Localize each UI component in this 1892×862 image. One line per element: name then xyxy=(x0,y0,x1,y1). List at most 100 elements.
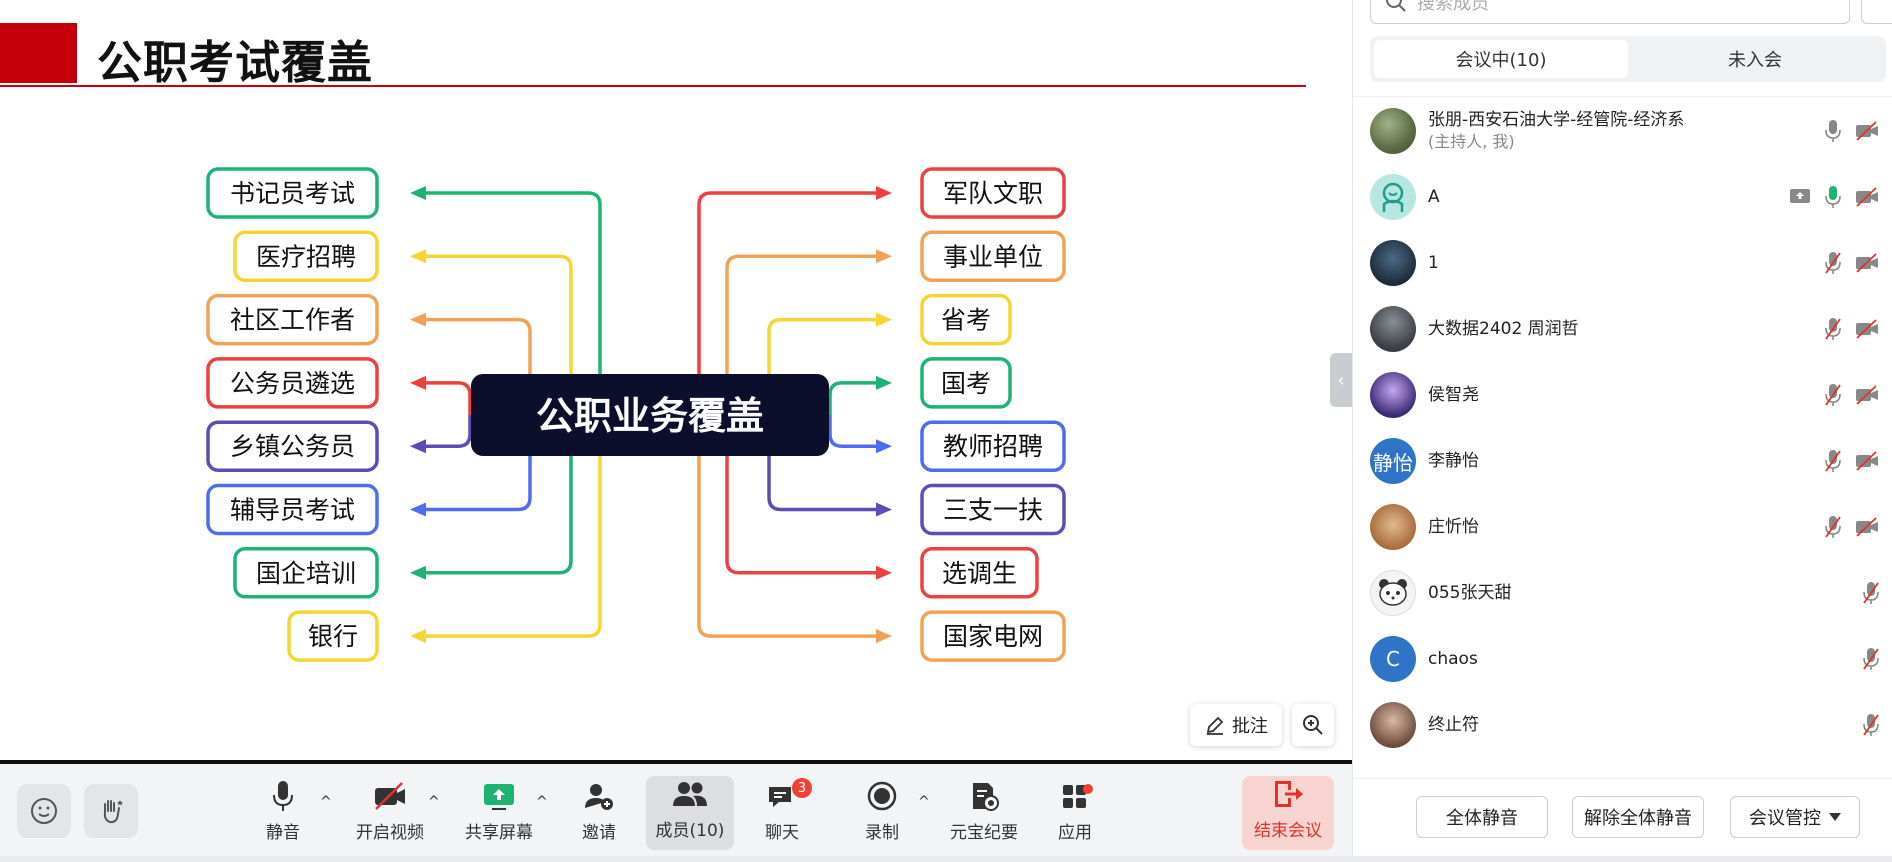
left-topic-label: 辅导员考试 xyxy=(230,496,355,525)
arrow-head-icon xyxy=(876,312,892,327)
members-icon xyxy=(673,782,707,806)
end-meeting-button[interactable]: 结束会议 xyxy=(1242,776,1334,850)
collapse-panel-handle[interactable]: ‹ xyxy=(1330,353,1352,407)
mute-all-button[interactable]: 全体静音 xyxy=(1416,796,1548,838)
hand-icon xyxy=(103,800,123,824)
invite-button[interactable]: 邀请 xyxy=(555,778,643,848)
start-video-button[interactable]: 开启视频 xyxy=(346,778,434,848)
video-off-icon[interactable] xyxy=(1855,385,1879,405)
unmute-all-button[interactable]: 解除全体静音 xyxy=(1572,796,1704,838)
member-name-block: 张朋-西安石油大学-经管院-经济系(主持人, 我) xyxy=(1428,109,1684,153)
yuanbao-summary-button[interactable]: 元宝纪要 xyxy=(940,778,1028,848)
tab-in-meeting[interactable]: 会议中(10) xyxy=(1374,40,1628,78)
share-options-caret[interactable]: ^ xyxy=(536,794,548,810)
left-topic-label: 书记员考试 xyxy=(230,179,355,208)
right-topic-box xyxy=(920,420,1066,472)
member-row[interactable]: 侯智尧 xyxy=(1353,362,1892,428)
left-topic-label: 国企培训 xyxy=(256,559,356,588)
video-off-icon[interactable] xyxy=(1855,121,1879,141)
members-panel: 搜索成员 会议中(10) 未入会 张朋-西安石油大学-经管院-经济系(主持人, … xyxy=(1352,0,1892,862)
member-status-icons xyxy=(1825,317,1879,341)
left-topic-box xyxy=(206,167,379,219)
left-connector xyxy=(422,415,573,575)
record-options-caret[interactable]: ^ xyxy=(918,794,930,810)
panel-more-button[interactable] xyxy=(1861,0,1892,24)
right-topic-box xyxy=(920,483,1066,536)
mic-muted-icon[interactable] xyxy=(1863,713,1879,737)
exit-icon xyxy=(1275,781,1303,807)
arrow-head-icon xyxy=(876,629,892,644)
mic-muted-icon[interactable] xyxy=(1863,647,1879,671)
reaction-button[interactable] xyxy=(17,784,71,838)
member-row[interactable]: 庄忻怡 xyxy=(1353,494,1892,560)
avatar xyxy=(1370,174,1416,220)
member-status-icons xyxy=(1863,713,1879,737)
member-row[interactable]: A xyxy=(1353,164,1892,230)
mute-label: 静音 xyxy=(266,823,300,843)
member-row[interactable]: 大数据2402 周润哲 xyxy=(1353,296,1892,362)
right-topic-box xyxy=(920,547,1039,599)
shared-slide: 公职考试覆盖 公职业务覆盖书记员考试医疗招聘社区工作者公务员遴选乡镇公务员辅导员… xyxy=(0,23,1334,746)
annotate-button[interactable]: 批注 xyxy=(1190,704,1282,746)
slide-title-rule xyxy=(0,85,1306,87)
member-name-block: chaos xyxy=(1428,648,1478,670)
panda-avatar-icon xyxy=(1379,579,1407,606)
tabs-divider xyxy=(1353,96,1892,97)
member-row[interactable]: 静怡李静怡 xyxy=(1353,428,1892,494)
arrow-head-icon xyxy=(410,502,426,517)
mic-icon[interactable] xyxy=(1825,185,1841,209)
search-icon xyxy=(1386,0,1406,12)
member-row[interactable]: 终止符 xyxy=(1353,692,1892,758)
member-row[interactable]: 张朋-西安石油大学-经管院-经济系(主持人, 我) xyxy=(1353,98,1892,164)
arrow-head-icon xyxy=(876,439,892,454)
member-row[interactable]: 055张天甜 xyxy=(1353,560,1892,626)
mic-icon[interactable] xyxy=(1825,119,1841,143)
right-topic-label: 国家电网 xyxy=(943,622,1043,651)
right-connector xyxy=(828,415,880,448)
member-search-input[interactable]: 搜索成员 xyxy=(1370,0,1850,24)
right-connector xyxy=(767,317,880,415)
mic-muted-icon[interactable] xyxy=(1863,581,1879,605)
mic-muted-icon[interactable] xyxy=(1825,317,1841,341)
record-button[interactable]: 录制 xyxy=(838,778,926,848)
arrow-head-icon xyxy=(876,249,892,264)
left-topic-label: 社区工作者 xyxy=(230,306,355,335)
chat-button[interactable]: 聊天 3 xyxy=(738,778,826,848)
video-options-caret[interactable]: ^ xyxy=(428,794,440,810)
video-off-icon[interactable] xyxy=(1855,253,1879,273)
left-topic-box xyxy=(206,293,379,346)
mic-muted-icon[interactable] xyxy=(1825,383,1841,407)
left-connector xyxy=(422,191,602,415)
mic-muted-icon[interactable] xyxy=(1825,449,1841,473)
microphone-icon xyxy=(273,781,293,811)
zoom-in-button[interactable] xyxy=(1292,704,1334,746)
record-label: 录制 xyxy=(865,823,899,843)
apps-button[interactable]: 应用 xyxy=(1031,778,1119,848)
video-off-icon[interactable] xyxy=(1855,319,1879,339)
arrow-head-icon xyxy=(876,186,892,200)
member-row[interactable]: 1 xyxy=(1353,230,1892,296)
right-topic-label: 教师招聘 xyxy=(943,432,1043,461)
members-button[interactable]: 成员(10) xyxy=(646,776,734,850)
video-off-icon[interactable] xyxy=(1855,187,1879,207)
share-screen-button[interactable]: 共享屏幕 xyxy=(455,778,543,848)
mic-muted-icon[interactable] xyxy=(1825,251,1841,275)
mute-button[interactable]: 静音 xyxy=(239,778,327,848)
mic-muted-icon[interactable] xyxy=(1825,515,1841,539)
raise-hand-button[interactable] xyxy=(84,784,138,838)
arrow-head-icon xyxy=(876,502,892,517)
mute-options-caret[interactable]: ^ xyxy=(320,794,332,810)
share-screen-label: 共享屏幕 xyxy=(465,823,533,843)
start-video-label: 开启视频 xyxy=(356,823,424,843)
meeting-controls-button[interactable]: 会议管控 xyxy=(1730,796,1860,838)
left-topic-label: 公务员遴选 xyxy=(230,369,355,398)
tab-not-joined[interactable]: 未入会 xyxy=(1728,50,1782,71)
left-connector xyxy=(422,415,532,512)
chat-unread-badge: 3 xyxy=(792,778,812,798)
video-off-icon[interactable] xyxy=(1855,517,1879,537)
left-topic-label: 医疗招聘 xyxy=(256,242,356,271)
video-off-icon[interactable] xyxy=(1855,451,1879,471)
